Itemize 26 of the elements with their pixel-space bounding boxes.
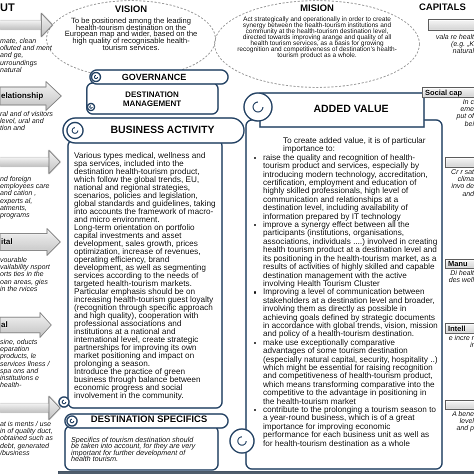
header-bar [445, 157, 474, 168]
heading: BUSINESS ACTIVITY [110, 124, 215, 137]
bullet-text: contribute to the prolonging a tourism season to a year-round business, which is of a great importance for improving economic performance for each business unit as well as for health-tourism destination as a whole [262, 406, 437, 448]
heading: al [1, 319, 8, 332]
heading: ADDED VALUE [313, 102, 389, 116]
header-bar [428, 19, 474, 31]
paragraph: Long-term orientation on portfolio capital investments and asset development, sales growth, prices optimization, increase of revenues, operating efficiency, brand development, as well as segmenting services according to the needs of targeted health-tourism markets. [74, 224, 207, 288]
paragraph: DESTINATION MANAGEMENT [122, 90, 182, 108]
bullet-text: Improving a level of communication between stakeholders at a destination level and broader, involving them as directly as possible in achieving goals defined by strategic documents in accordance with global trends, vision, mission and policy of a health-tourism destination. [262, 288, 438, 339]
heading: MISION [300, 4, 334, 15]
heading: elationship [1, 90, 44, 102]
bullet-text: improve a synergy effect between all the participants (institutions, organisations, associations, individuals ....) involved in creating health tourism product at a destination level and its positioning in the health-tourism market, as a results of activities of highly skilled and capable destination management with the active involving Health Tourism Cluster [262, 221, 438, 288]
column-heading: UT [0, 2, 15, 14]
heading: DESTINATION SPECIFICS [90, 415, 208, 426]
block-arrow [0, 13, 53, 37]
heading: GOVERNANCE [122, 72, 186, 82]
block-arrow [0, 396, 60, 420]
paragraph: Various types medical, wellness and spa services, included into the destination health-tourism product, which follow the global trends, EU, national and regional strategies, scenarios, policies and legislation, global standards and guidelines, taking into accounts the framework of macro- and micro environment. [74, 152, 216, 224]
paragraph: To create added value, it is of particular importance to: [283, 137, 426, 154]
block-arrow [0, 150, 60, 174]
paragraph: Particular emphasis should be on increasing health-tourism guest loyalty (recognition through specific approach and high quality), cooperation with professional associations and institutions at a national and international level, create strategic partnerships for improving its own market positioning and impact on prolonging a season. [74, 288, 214, 368]
heading: ital [1, 236, 13, 248]
paragraph: Introduce the practice of green business through balance between economic progress and social involvement in the community. [74, 368, 202, 400]
header-bar [445, 400, 474, 410]
column-heading: CAPITALS [419, 3, 466, 14]
heading: VISION [114, 5, 148, 16]
